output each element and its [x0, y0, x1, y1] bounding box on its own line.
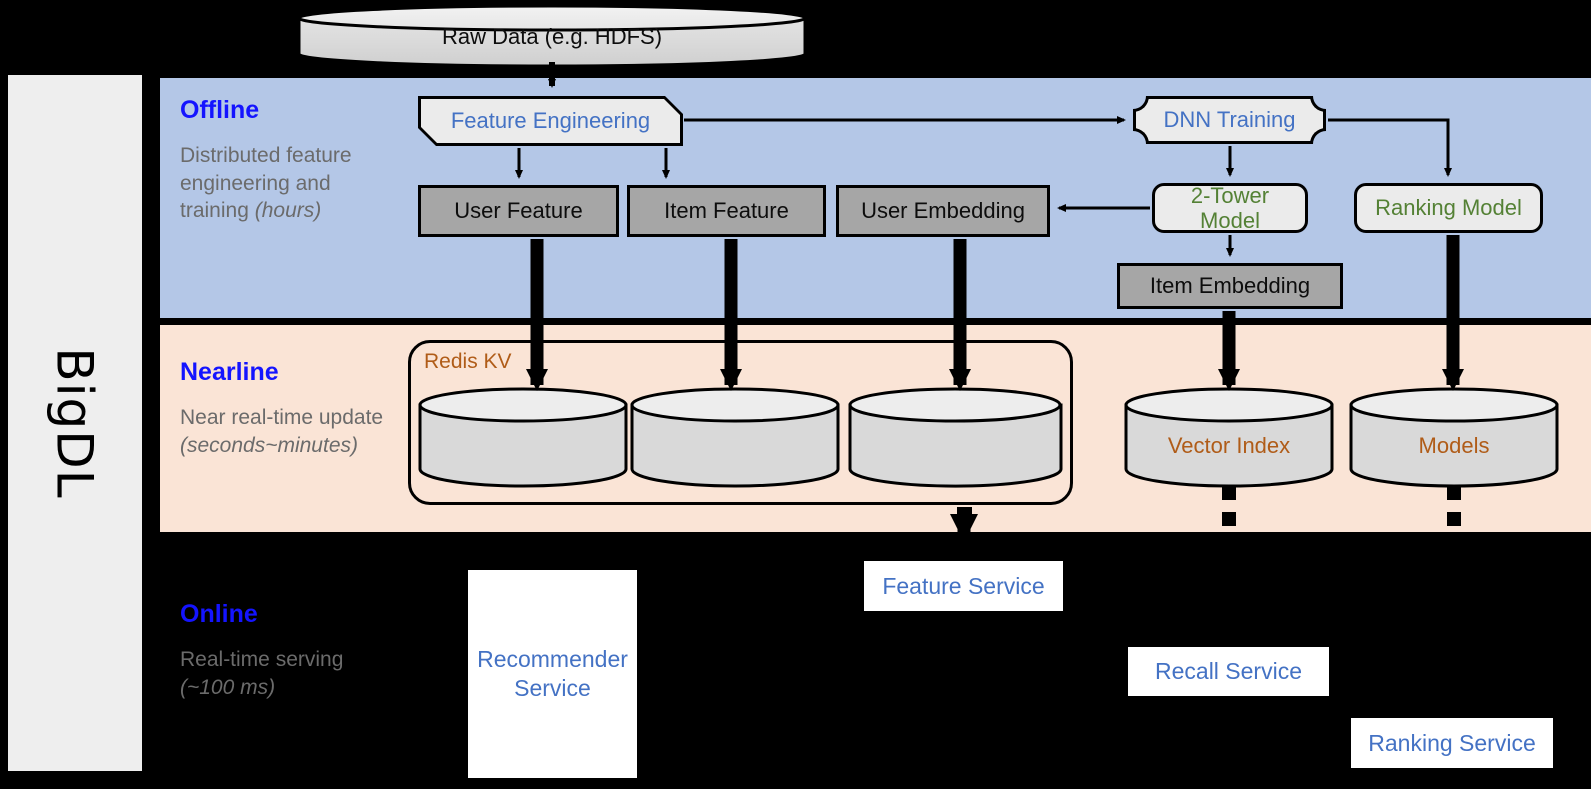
- raw-data-label: Raw Data (e.g. HDFS): [441, 24, 663, 49]
- user-embedding-store-cylinder[interactable]: [848, 387, 1063, 492]
- ranking-service-node[interactable]: Ranking Service: [1351, 718, 1553, 768]
- bigdl-rail: [8, 75, 142, 771]
- models-cylinder[interactable]: Models: [1349, 387, 1559, 492]
- corner-notch-icon: [1133, 96, 1149, 112]
- bigdl-text: BigDL: [46, 347, 105, 499]
- item-embedding-node[interactable]: Item Embedding: [1117, 263, 1343, 309]
- nearline-title: Nearline: [180, 358, 279, 386]
- item-feature-label: Item Feature: [664, 198, 789, 224]
- item-embedding-label: Item Embedding: [1149, 273, 1311, 299]
- offline-title: Offline: [180, 96, 260, 124]
- two-tower-model-label: 2-Tower Model: [1190, 182, 1270, 233]
- feature-service-node[interactable]: Feature Service: [864, 561, 1063, 611]
- recommender-service-node[interactable]: Recommender Service: [468, 570, 637, 778]
- models-label: Models: [1418, 433, 1490, 458]
- raw-data-cylinder: Raw Data (e.g. HDFS): [297, 4, 807, 68]
- two-tower-model-node[interactable]: 2-Tower Model: [1152, 183, 1308, 233]
- recall-service-label: Recall Service: [1155, 658, 1302, 685]
- nearline-subtitle: Near real-time update (seconds~minutes): [180, 406, 384, 457]
- feature-service-label: Feature Service: [882, 572, 1045, 599]
- online-subtitle: Real-time serving (~100 ms): [180, 648, 344, 699]
- recall-service-node[interactable]: Recall Service: [1128, 647, 1329, 696]
- bigdl-label: BigDL: [8, 75, 142, 771]
- ranking-model-label: Ranking Model: [1375, 195, 1522, 221]
- offline-subtitle: Distributed feature engineering and trai…: [180, 144, 352, 223]
- feature-engineering-node[interactable]: Feature Engineering: [418, 96, 683, 146]
- user-embedding-node[interactable]: User Embedding: [836, 185, 1050, 237]
- corner-notch-icon: [1133, 128, 1149, 144]
- redis-kv-label: Redis KV: [424, 350, 512, 373]
- user-feature-store-cylinder[interactable]: [418, 387, 628, 492]
- recommender-service-label: Recommender Service: [477, 646, 628, 701]
- corner-notch-icon: [1310, 96, 1326, 112]
- ranking-model-node[interactable]: Ranking Model: [1354, 183, 1543, 233]
- ranking-service-label: Ranking Service: [1368, 729, 1536, 756]
- item-feature-store-cylinder[interactable]: [630, 387, 840, 492]
- feature-engineering-label: Feature Engineering: [421, 99, 680, 143]
- dnn-training-node[interactable]: DNN Training: [1133, 96, 1326, 144]
- user-feature-node[interactable]: User Feature: [418, 185, 619, 237]
- vector-index-cylinder[interactable]: Vector Index: [1124, 387, 1334, 492]
- user-embedding-label: User Embedding: [861, 198, 1025, 224]
- redis-kv-group: [408, 340, 1073, 505]
- corner-notch-icon: [1310, 128, 1326, 144]
- dnn-training-label: DNN Training: [1133, 96, 1326, 144]
- item-feature-node[interactable]: Item Feature: [627, 185, 826, 237]
- user-feature-label: User Feature: [454, 198, 583, 224]
- online-title: Online: [180, 600, 258, 628]
- vector-index-label: Vector Index: [1167, 433, 1291, 458]
